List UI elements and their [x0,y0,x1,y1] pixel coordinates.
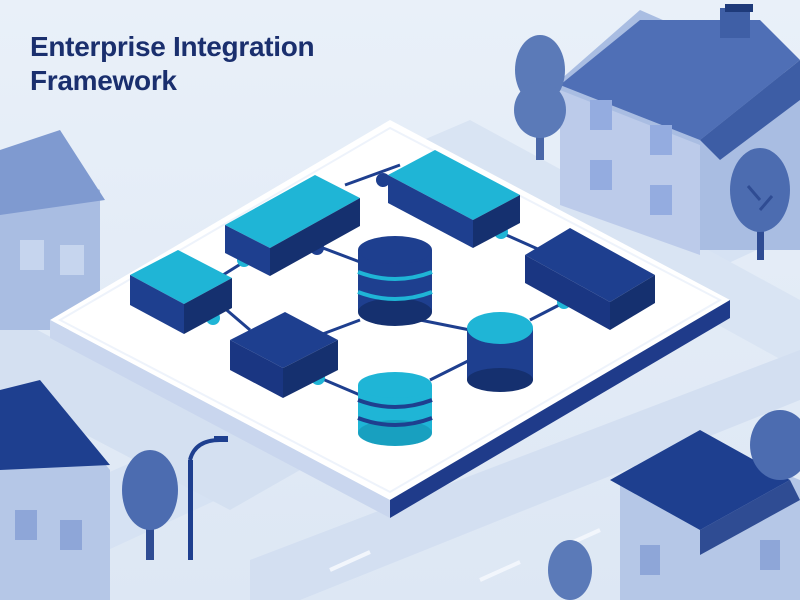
house-top-right [560,4,800,255]
street-lamp [188,436,228,560]
database-center [357,236,433,326]
connectors [214,163,566,397]
edge-top-topright [344,163,401,187]
tree-right [730,148,790,260]
edge-bottom-db [319,376,361,397]
block-bottom-navy [230,312,338,398]
tree-top [514,35,566,160]
house-bottom-left [0,380,110,600]
house-bottom-right [610,430,800,600]
page-title: Enterprise Integration Framework [30,30,450,98]
title-line-2: Framework [30,65,177,96]
edge-bottom-center [319,318,361,337]
cylinder-right [467,312,533,392]
block-left-cyan [130,250,232,334]
title-line-1: Enterprise Integration [30,31,315,62]
tree-bottom-left [122,450,178,560]
house-left [0,130,105,330]
block-top-right-cyan [388,150,520,248]
edge-db-cyl [429,358,471,382]
tree-bottom-center [548,540,592,600]
database-bottom [357,372,433,446]
block-top-cyan [225,175,360,276]
block-right-navy [525,228,655,330]
tree-bottom-right [750,410,800,480]
